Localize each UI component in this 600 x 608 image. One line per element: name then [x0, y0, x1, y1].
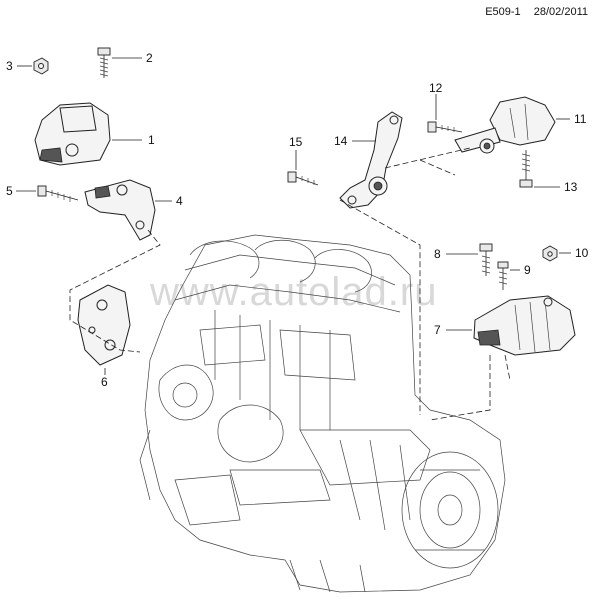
- part-9-bolt: [497, 261, 509, 290]
- part-2-bolt: [97, 47, 111, 78]
- part-8-bolt: [479, 243, 493, 276]
- diagram-date: 28/02/2011: [533, 6, 588, 18]
- part-15-bolt: [287, 171, 319, 186]
- callout-4: 4: [176, 194, 183, 208]
- diagram-code: E509-1: [485, 6, 521, 18]
- part-7-transmission-mount: [473, 295, 576, 356]
- callout-15: 15: [289, 135, 303, 149]
- callout-13: 13: [564, 180, 578, 194]
- callout-3: 3: [6, 59, 13, 73]
- part-14-torque-rod: [339, 111, 403, 209]
- callout-8: 8: [434, 247, 441, 261]
- callout-2: 2: [146, 51, 153, 65]
- part-12-bolt: [427, 121, 463, 133]
- part-6-plate: [77, 284, 131, 366]
- diagram-header: E509-1 28/02/2011: [475, 6, 588, 18]
- callout-7: 7: [434, 323, 441, 337]
- engine-assembly: [139, 234, 506, 593]
- part-5-bolt: [37, 185, 79, 202]
- callout-1: 1: [148, 133, 155, 147]
- part-11-rear-mount: [454, 96, 556, 154]
- part-4-bracket: [84, 179, 156, 241]
- callout-9: 9: [524, 263, 531, 277]
- callout-10: 10: [575, 246, 589, 260]
- callout-12: 12: [429, 81, 443, 95]
- callout-5: 5: [6, 184, 13, 198]
- watermark: www.autolad.ru: [149, 270, 437, 314]
- leader-lines: [16, 57, 571, 375]
- callout-6: 6: [101, 375, 108, 389]
- callout-labels: 1 2 3 4 5 6 7 8 9 10 11 12 13 14 15: [6, 51, 589, 389]
- part-10-nut: [542, 245, 558, 262]
- callout-14: 14: [334, 134, 348, 148]
- callout-11: 11: [574, 112, 587, 126]
- part-3-nut: [33, 57, 49, 75]
- assembly-lines: [69, 147, 511, 421]
- part-1-engine-mount: [34, 102, 111, 166]
- part-13-bolt: [519, 150, 533, 188]
